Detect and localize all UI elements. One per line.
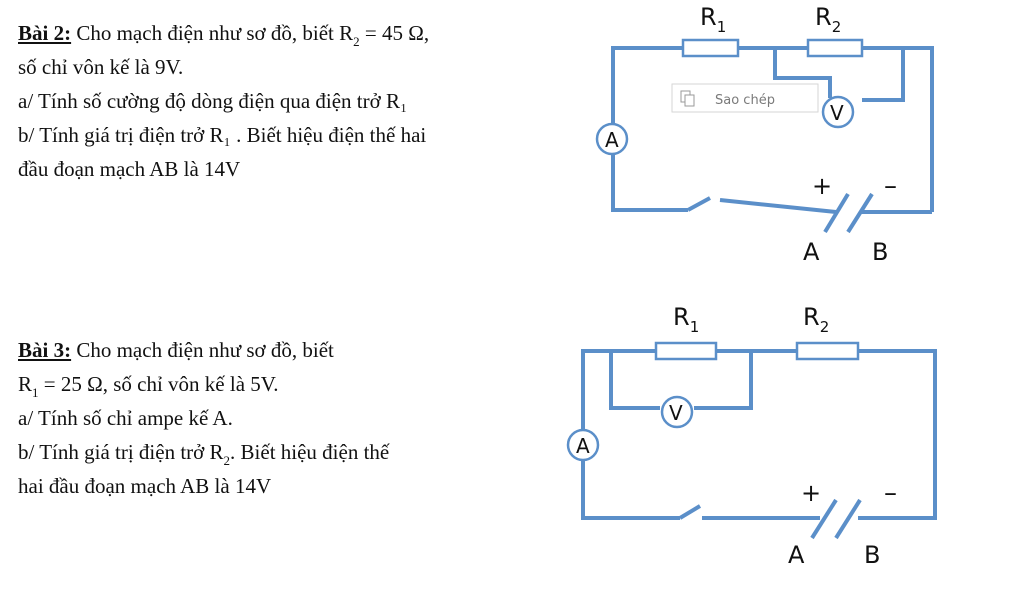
circuit-2-battery-plate-1 — [810, 498, 838, 540]
circuit-2-battery-plate-2 — [834, 498, 862, 540]
problem-2: Bài 2: Cho mạch điện như sơ đồ, biết R2 … — [18, 16, 429, 186]
problem-3-line-2: R1 = 25 Ω, số chỉ vôn kế là 5V. — [18, 372, 279, 400]
problem-2-question-b: b/ Tính giá trị điện trở R₁ . Biết hiệu … — [18, 123, 427, 147]
circuit-1-voltmeter — [821, 95, 855, 129]
problem-3-question-b-cont: hai đầu đoạn mạch AB là 14V — [18, 474, 272, 498]
circuit-2-voltmeter-wire-right — [694, 351, 753, 410]
circuit-1-resistor-r2 — [806, 38, 864, 58]
circuit-2-node-b: B — [864, 541, 880, 569]
copy-tooltip-label: Sao chép — [715, 93, 775, 108]
problem-2-question-b-cont: đầu đoạn mạch AB là 14V — [18, 157, 241, 181]
circuit-2-voltmeter-label: V — [669, 401, 683, 425]
circuit-1-switch — [687, 196, 711, 212]
circuit-2-wire-main — [581, 349, 937, 520]
circuit-2: R1 R2 A V + – A B — [566, 303, 937, 569]
circuit-2-minus-sign: – — [884, 478, 897, 508]
problem-3: Bài 3: Cho mạch điện như sơ đồ, biết R1 … — [18, 333, 389, 503]
circuit-1-battery-plate-1 — [823, 192, 850, 234]
problem-3-question-a: a/ Tính số chỉ ampe kế A. — [18, 406, 233, 430]
circuit-2-switch — [678, 504, 702, 520]
circuit-1-plus-sign: + — [812, 172, 832, 200]
problem-2-question-a: a/ Tính số cường độ dòng điện qua điện t… — [18, 89, 408, 113]
circuit-2-r1-label: R1 — [673, 303, 699, 336]
circuit-2-voltmeter-wire-left — [609, 351, 660, 410]
circuit-2-resistor-r2 — [795, 341, 860, 361]
circuit-2-resistor-r1 — [654, 341, 718, 361]
circuit-1: R1 R2 A V + – A B — [595, 3, 934, 266]
problem-3-title: Bài 3: — [18, 338, 72, 362]
circuit-1-voltmeter-wire-left — [773, 48, 832, 98]
circuit-2-r2-label: R2 — [803, 303, 829, 336]
circuit-1-r2-label: R2 — [815, 3, 841, 36]
circuit-1-minus-sign: – — [884, 171, 897, 201]
circuit-2-node-a: A — [788, 541, 805, 569]
circuit-2-voltmeter — [660, 395, 694, 429]
problem-2-line-2: số chỉ vôn kế là 9V. — [18, 55, 184, 79]
problem-3-question-b: b/ Tính giá trị điện trở R2. Biết hiệu đ… — [18, 440, 390, 468]
circuit-2-ammeter-label: A — [576, 434, 590, 458]
circuit-1-node-a: A — [803, 238, 820, 266]
copy-tooltip-box[interactable] — [671, 83, 819, 113]
circuit-1-voltmeter-label: V — [830, 101, 844, 125]
circuit-1-ammeter-label: A — [605, 128, 619, 152]
circuit-2-plus-sign: + — [801, 479, 821, 507]
circuit-1-r1-label: R1 — [700, 3, 726, 36]
copy-icon — [680, 90, 695, 107]
circuit-1-voltmeter-wire-right — [862, 48, 905, 102]
circuit-1-node-b: B — [872, 238, 888, 266]
problem-2-line-1: Bài 2: Cho mạch điện như sơ đồ, biết R2 … — [18, 21, 430, 49]
problem-3-line-1: Bài 3: Cho mạch điện như sơ đồ, biết — [18, 338, 334, 362]
circuit-1-ammeter — [595, 122, 629, 156]
problem-2-title: Bài 2: — [18, 21, 72, 45]
copy-tooltip[interactable]: Sao chép — [671, 83, 819, 113]
circuit-1-resistor-r1 — [681, 38, 740, 58]
circuit-2-ammeter — [566, 428, 600, 462]
